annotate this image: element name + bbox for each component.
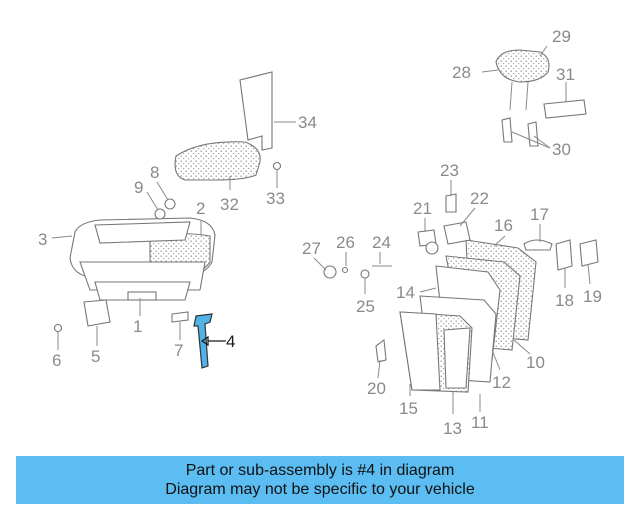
callout-9: 9: [134, 178, 143, 197]
callout-25: 25: [356, 297, 375, 316]
callout-30: 30: [552, 140, 571, 159]
callout-21: 21: [413, 199, 432, 218]
seat-cushion-assembly: [69, 217, 216, 301]
callout-29: 29: [552, 27, 571, 46]
callout-33: 33: [266, 189, 285, 208]
part-34-shape: [239, 71, 273, 151]
part-19-shape: [579, 239, 599, 267]
callout-18: 18: [555, 291, 574, 310]
callout-labels: 1 2 3 4 5 6 7 8 9 10 11 12 13 14 15 16 1…: [38, 27, 602, 438]
callout-22: 22: [470, 189, 489, 208]
diagram-info-banner: Part or sub-assembly is #4 in diagram Di…: [16, 456, 624, 504]
banner-line-1: Part or sub-assembly is #4 in diagram: [185, 462, 455, 479]
part-22-shape: [443, 221, 471, 245]
callout-31: 31: [556, 65, 575, 84]
callout-20: 20: [367, 379, 386, 398]
callout-28: 28: [452, 63, 471, 82]
callout-13: 13: [443, 419, 462, 438]
part-20-shape: [375, 338, 387, 363]
part-26-shape: [341, 266, 349, 274]
part-30-shape: [501, 117, 513, 143]
callout-16: 16: [494, 216, 513, 235]
banner-line-2: Diagram may not be specific to your vehi…: [165, 481, 475, 498]
callout-4: 4: [226, 332, 235, 351]
part-32-shape: [174, 141, 261, 181]
callout-19: 19: [583, 287, 602, 306]
part-23-shape: [445, 193, 457, 213]
callout-7: 7: [174, 341, 183, 360]
part-9-shape: [154, 208, 166, 220]
callout-3: 3: [38, 230, 47, 249]
part-8-shape: [164, 198, 176, 210]
callout-11: 11: [471, 413, 489, 432]
part-31-shape: [543, 99, 587, 119]
callout-1: 1: [133, 317, 142, 336]
part-6-shape: [53, 323, 63, 333]
part-29-shape: [495, 49, 550, 83]
callout-15: 15: [399, 399, 418, 418]
callout-2: 2: [196, 199, 205, 218]
callout-5: 5: [91, 347, 100, 366]
callout-14: 14: [396, 283, 415, 302]
callout-10: 10: [526, 353, 545, 372]
part-17-shape: [523, 239, 553, 251]
callout-34: 34: [298, 113, 317, 132]
part-7-shape: [171, 311, 189, 323]
callout-24: 24: [372, 233, 391, 252]
parts-diagram: 1 2 3 4 5 6 7 8 9 10 11 12 13 14 15 16 1…: [38, 27, 602, 438]
callout-23: 23: [440, 161, 459, 180]
leader-lines: [51, 45, 591, 414]
callout-8: 8: [150, 163, 159, 182]
callout-27: 27: [302, 239, 321, 258]
part-25-shape: [360, 269, 370, 279]
part-5-shape: [83, 299, 111, 327]
callout-12: 12: [492, 373, 511, 392]
part-27-shape: [323, 265, 337, 279]
callout-32: 32: [220, 195, 239, 214]
callout-17: 17: [530, 205, 549, 224]
part-33-shape: [272, 161, 282, 171]
seatback-assembly: [399, 239, 537, 393]
callout-6: 6: [52, 351, 61, 370]
callout-26: 26: [336, 233, 355, 252]
part-18-shape: [555, 239, 573, 271]
